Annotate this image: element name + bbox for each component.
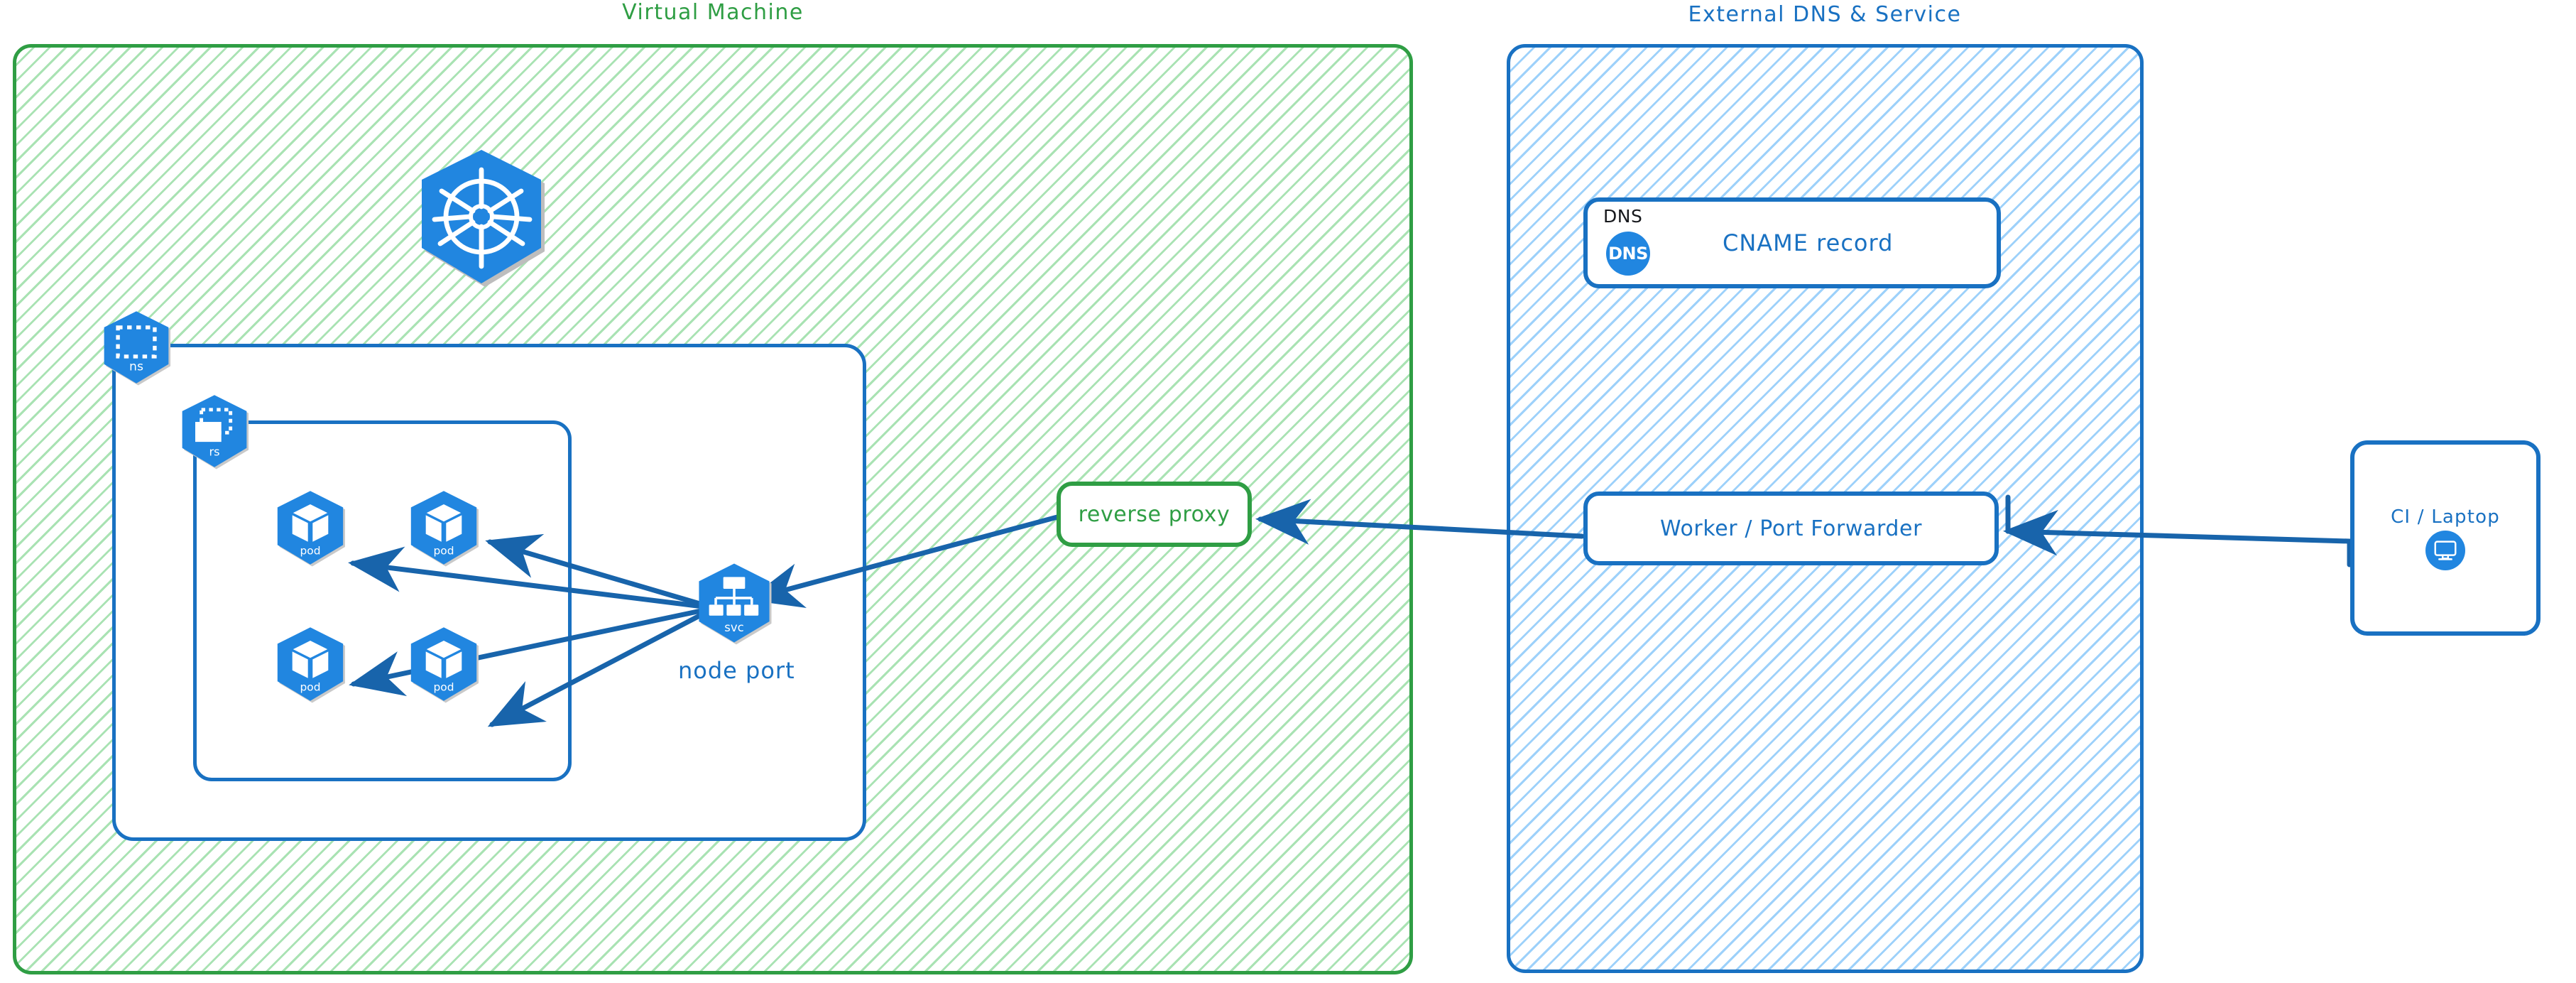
node-port-label: node port: [678, 657, 795, 684]
ci-laptop-inner: CI / Laptop: [2354, 445, 2536, 631]
monitor-icon: [2425, 530, 2465, 570]
service-badge-label: svc: [724, 621, 743, 634]
pod-badge-label: pod: [300, 544, 321, 557]
service-tree-icon: svc: [692, 561, 776, 645]
replicaset-badge-label: rs: [209, 445, 219, 459]
dns-record-label: CNAME record: [1723, 229, 1894, 256]
pod-badge-label: pod: [434, 544, 454, 557]
reverse-proxy-node[interactable]: reverse proxy: [1057, 482, 1252, 547]
dns-circle-icon: DNS: [1606, 232, 1650, 276]
kubernetes-wheel-icon: [410, 146, 552, 288]
zone-title-virtual-machine: Virtual Machine: [622, 0, 804, 25]
pod-cube-icon: pod: [271, 489, 349, 567]
pod-badge-label: pod: [434, 680, 454, 693]
worker-port-forwarder-node[interactable]: Worker / Port Forwarder: [1583, 492, 1999, 565]
replicaset-icon: rs: [176, 393, 253, 469]
pod-badge-label: pod: [300, 680, 321, 693]
ci-laptop-card[interactable]: CI / Laptop: [2350, 440, 2540, 636]
reverse-proxy-label: reverse proxy: [1078, 501, 1230, 527]
namespace-icon: ns: [98, 309, 175, 386]
worker-port-forwarder-label: Worker / Port Forwarder: [1659, 516, 1923, 541]
dns-tag-label: DNS: [1603, 206, 1643, 227]
namespace-badge-label: ns: [129, 359, 143, 374]
zone-title-external-dns-service: External DNS & Service: [1688, 2, 1962, 27]
pod-cube-icon: pod: [271, 625, 349, 703]
pod-cube-icon: pod: [405, 625, 483, 703]
replicaset-container: [193, 420, 572, 781]
ci-laptop-title: CI / Laptop: [2391, 506, 2500, 528]
dns-cname-card[interactable]: DNS DNS CNAME record: [1583, 197, 2001, 288]
pod-cube-icon: pod: [405, 489, 483, 567]
